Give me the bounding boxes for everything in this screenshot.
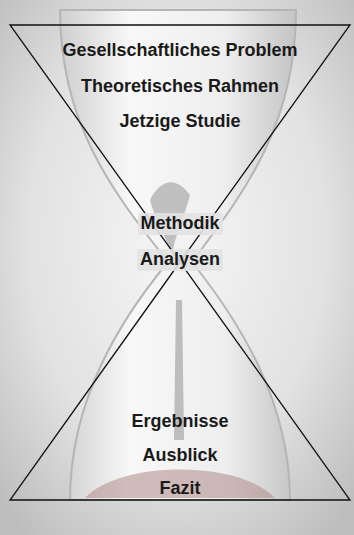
phase-label: Methodik — [138, 213, 223, 235]
section-heading: Fazit — [10, 478, 350, 500]
phase-label: Analysen — [137, 249, 223, 271]
section-heading: Jetzige Studie — [10, 111, 350, 133]
section-heading: Gesellschaftliches Problem — [10, 40, 350, 62]
section-heading: Theoretisches Rahmen — [10, 76, 350, 98]
section-heading: Ergebnisse — [10, 411, 350, 433]
triangle-line — [10, 25, 350, 262]
triangle-band: ErgebnisseAusblickFazit — [10, 262, 350, 500]
triangle-line — [10, 262, 350, 500]
section-heading: Ausblick — [10, 445, 350, 467]
